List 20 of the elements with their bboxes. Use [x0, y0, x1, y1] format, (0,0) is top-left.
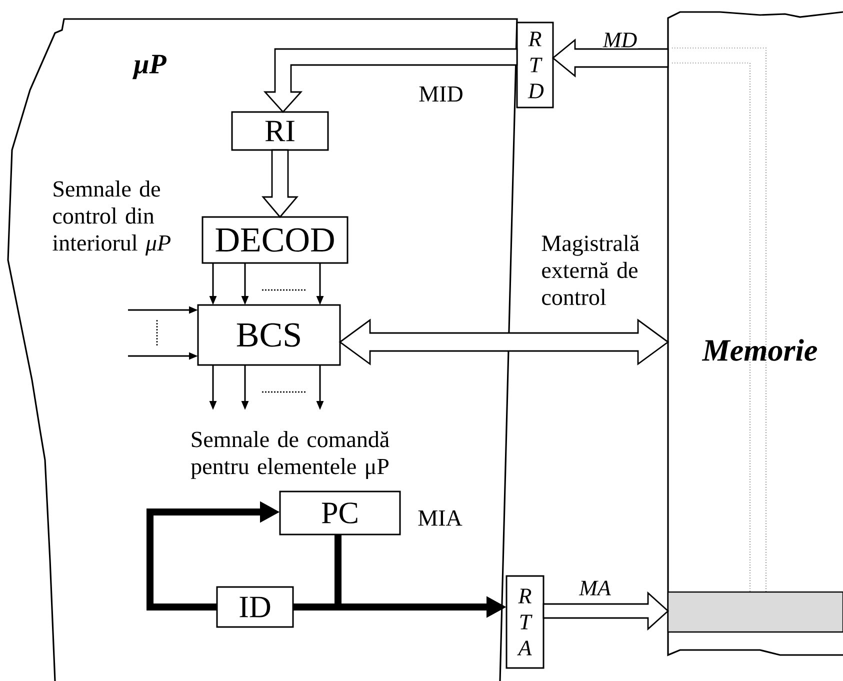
memory-cell: [667, 591, 843, 633]
decoder-box: DECOD: [202, 216, 348, 264]
buffer-register-box: R T D: [516, 22, 554, 108]
register-box: RI: [231, 111, 329, 151]
register-box: PC: [279, 490, 401, 536]
register-box: ID: [216, 586, 294, 628]
buffer-register-box: R T A: [506, 575, 544, 669]
bus-arrow: [263, 48, 518, 114]
edge-label: MA: [578, 580, 612, 596]
text-label: Semnale de control din interiorul μP: [52, 180, 170, 256]
edge-label: MD: [602, 32, 638, 48]
bus-arrow: [262, 149, 299, 218]
logic-block: BCS: [197, 304, 341, 366]
memory-panel: Memorie: [667, 11, 843, 656]
text-label: MIA: [418, 510, 462, 526]
bus-arrow: [552, 38, 669, 78]
bus-arrow: [542, 591, 670, 631]
text-label: Semnale de comandă pentru elementele μP: [190, 431, 390, 479]
text-label: MID: [419, 86, 462, 102]
edge-label: Magistrală externă de control: [540, 234, 660, 306]
